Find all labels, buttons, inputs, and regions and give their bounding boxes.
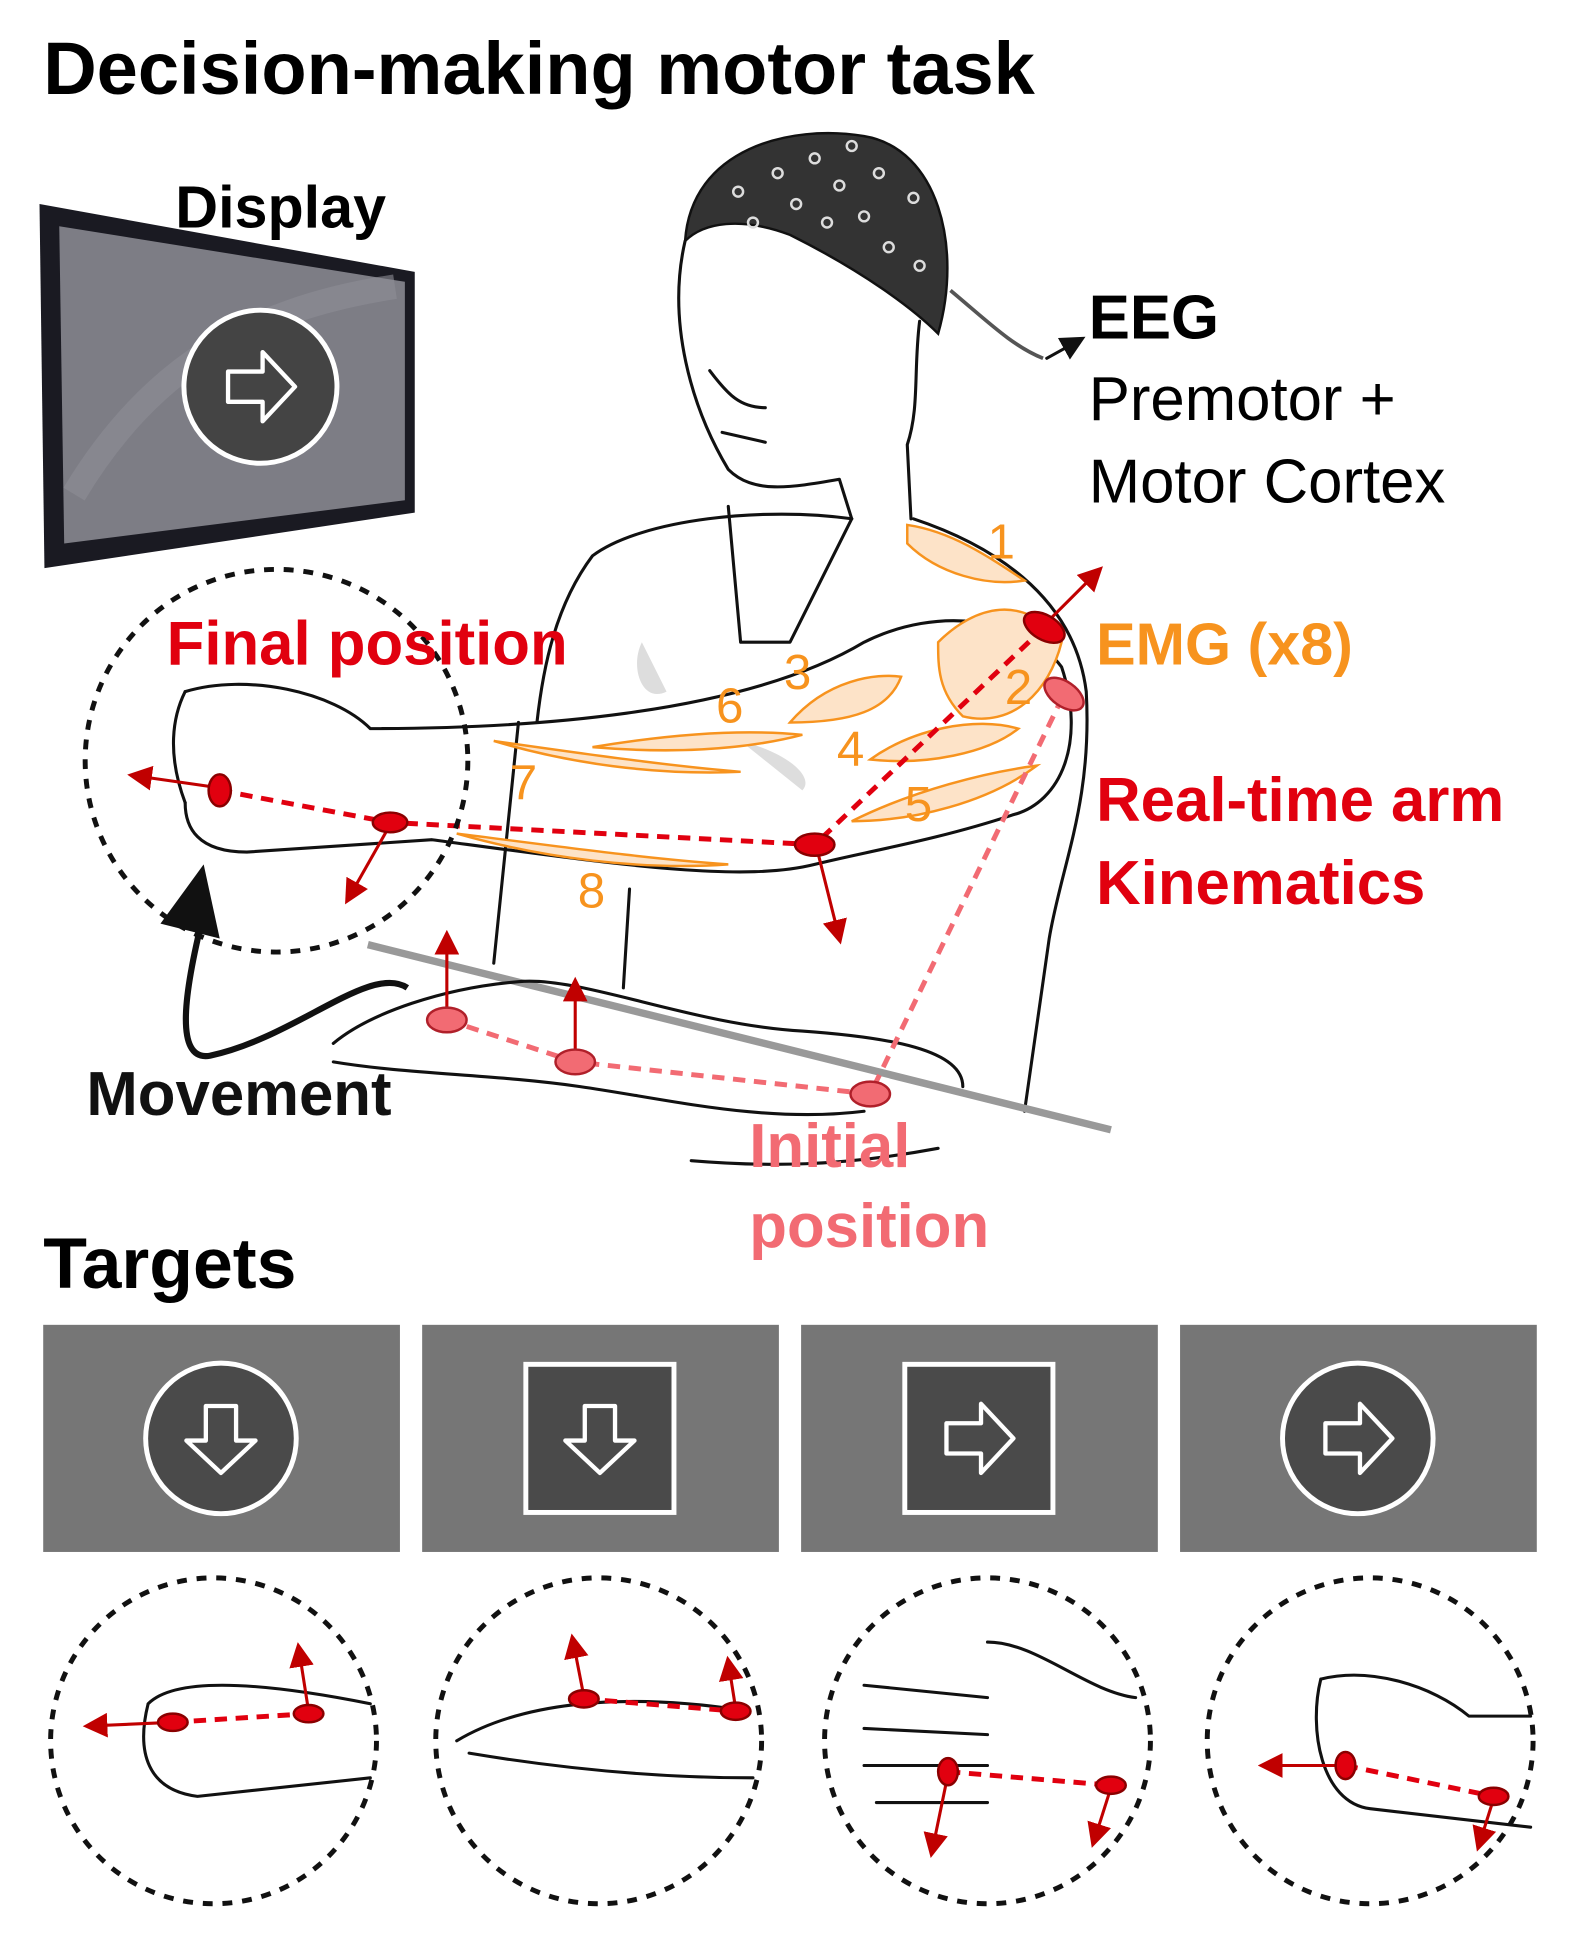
muscle-number-1: 1 — [988, 514, 1015, 569]
muscle-number-2: 2 — [1005, 660, 1032, 715]
muscle-7 — [493, 739, 741, 774]
eeg-line1: Premotor + — [1089, 365, 1396, 434]
movement-label: Movement — [86, 1060, 391, 1129]
muscle-2 — [936, 608, 1063, 720]
target-panel-3 — [801, 1324, 1158, 1552]
muscle-1 — [906, 523, 1028, 584]
subject-body — [171, 504, 1112, 1166]
hand-posture-1 — [48, 1575, 379, 1907]
muscle-number-6: 6 — [716, 678, 743, 733]
muscle-number-4: 4 — [837, 722, 864, 777]
muscle-6 — [592, 731, 803, 752]
display-monitor — [39, 204, 415, 569]
display-label: Display — [175, 173, 386, 240]
final-position-circle — [82, 566, 471, 955]
eeg-line2: Motor Cortex — [1089, 448, 1446, 517]
figure-title: Decision-making motor task — [43, 27, 1035, 110]
target-panel-1 — [43, 1324, 400, 1552]
target-panel-2 — [422, 1324, 779, 1552]
muscle-4 — [866, 722, 1022, 763]
muscle-8 — [456, 832, 729, 868]
targets-title: Targets — [43, 1224, 296, 1304]
movement-arrow — [182, 913, 410, 1059]
hand-posture-4 — [1204, 1575, 1536, 1907]
muscle-number-3: 3 — [784, 645, 811, 700]
final-position-label: Final position — [167, 609, 568, 678]
muscle-3 — [787, 674, 903, 724]
display-target-circle — [181, 307, 340, 466]
hand-posture-2 — [433, 1575, 765, 1907]
movement-arrowhead — [160, 864, 220, 939]
initial-position-line2: position — [749, 1192, 989, 1261]
subject-head — [677, 131, 1086, 521]
emg-muscles — [456, 523, 1063, 868]
emg-label: EMG (x8) — [1096, 610, 1353, 677]
kinematics-line1: Real-time arm — [1096, 766, 1504, 835]
eeg-cap — [683, 131, 949, 336]
muscle-number-8: 8 — [578, 864, 605, 919]
muscle-number-5: 5 — [905, 777, 932, 832]
target-panel-4 — [1180, 1324, 1537, 1552]
eeg-label: EEG — [1089, 284, 1219, 353]
hand-posture-3 — [822, 1575, 1153, 1907]
muscle-5 — [851, 763, 1042, 823]
kinematic-markers — [127, 566, 1103, 1108]
kinematics-line2: Kinematics — [1096, 849, 1425, 918]
muscle-number-7: 7 — [510, 755, 537, 810]
initial-position-line1: Initial — [749, 1112, 910, 1181]
